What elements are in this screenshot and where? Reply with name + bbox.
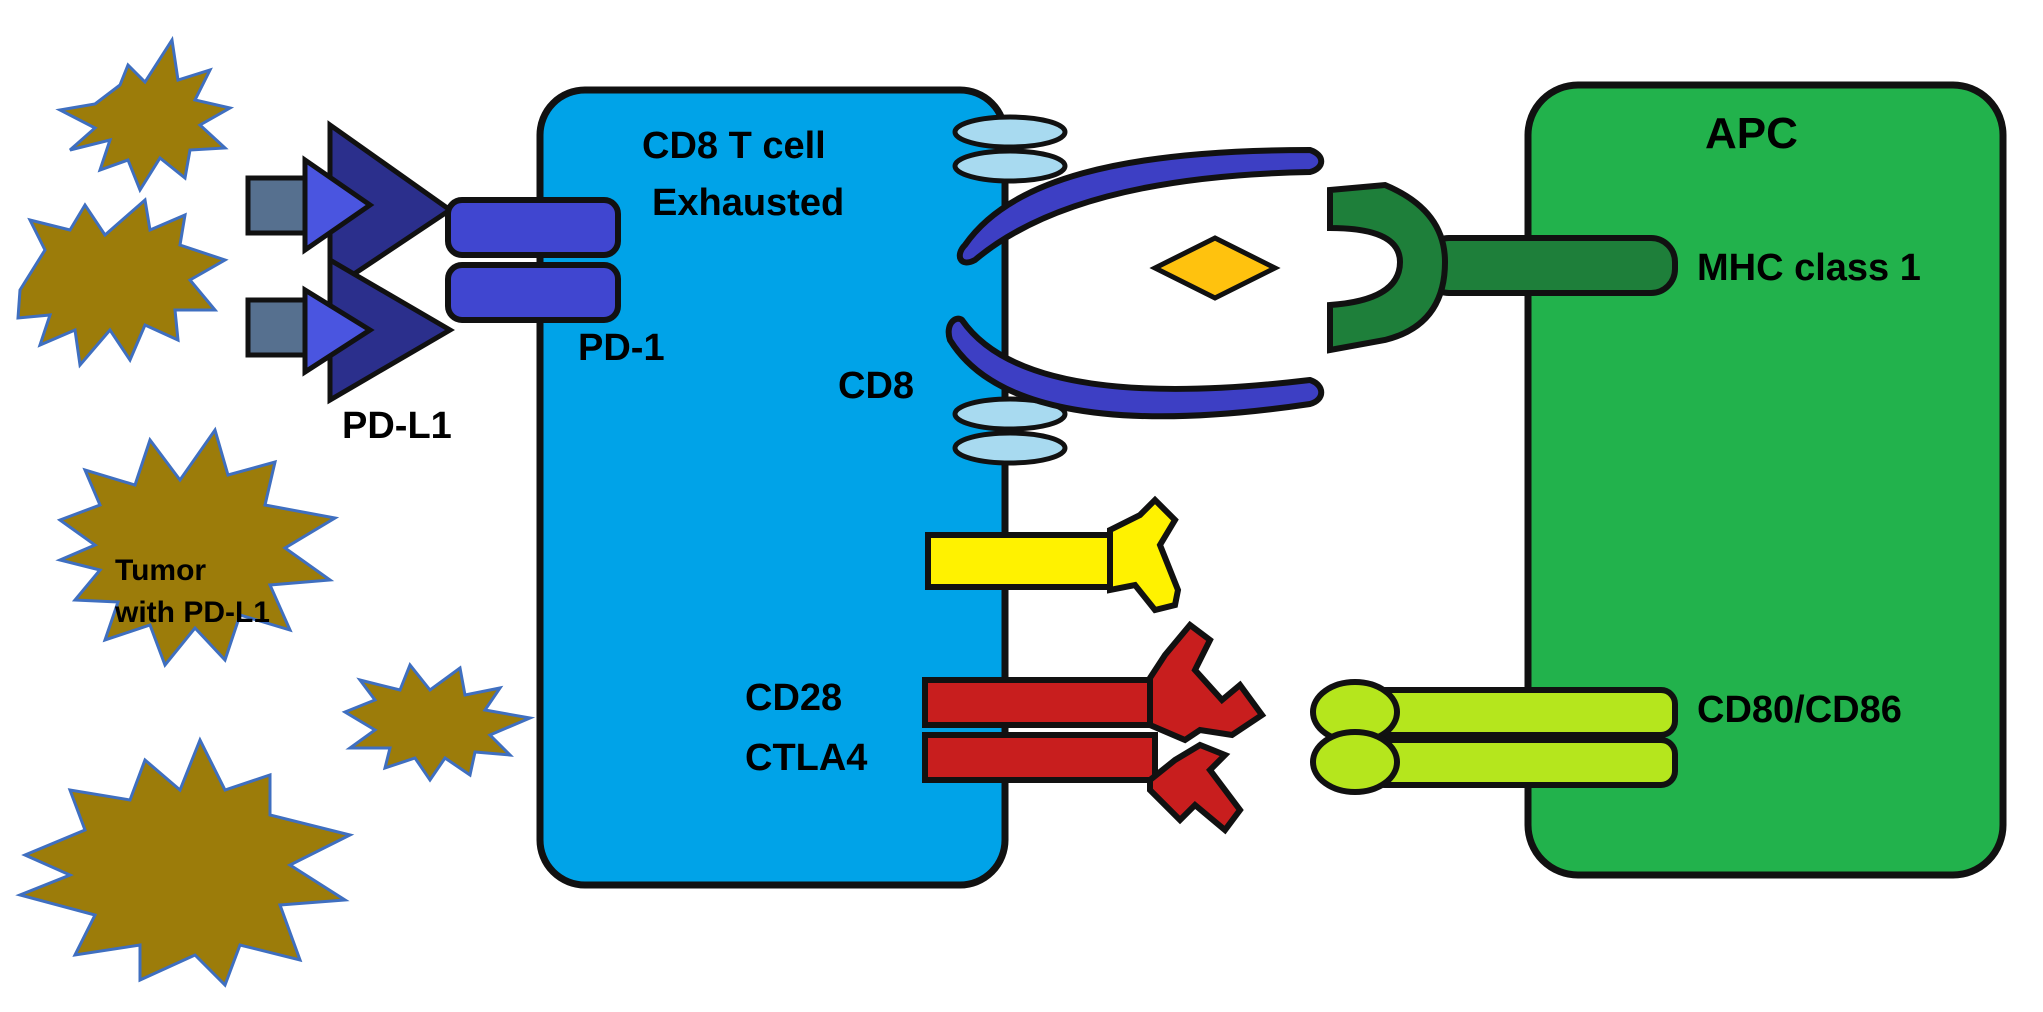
tumor-cell-4: [341, 662, 536, 783]
pd1-receptor: [445, 197, 621, 323]
cd28-label: CD28: [745, 677, 842, 719]
cd80-stem-top: [1367, 687, 1678, 738]
cd8-arm-top: [956, 146, 1325, 266]
cd3-rings: [952, 114, 1068, 466]
cd8-arm-bottom: [945, 315, 1325, 420]
yellow-stem: [925, 532, 1121, 590]
pdl1-inner-top: [302, 155, 375, 255]
pdl1-molecules: [245, 120, 455, 405]
pdl1-inner-bottom: [302, 285, 375, 377]
tumor-cells: [15, 35, 536, 988]
cd8-label: CD8: [838, 365, 914, 407]
mhc-class1: [1327, 181, 1678, 354]
mhc-class1-label: MHC class 1: [1697, 247, 1921, 289]
tumor-label-line1: Tumor: [115, 554, 206, 587]
cd28-stem: [922, 677, 1158, 728]
cd80-stem-bottom: [1367, 737, 1678, 788]
pd1-upper: [445, 197, 621, 258]
tumor-cell-1: [55, 35, 235, 194]
tumor-label-line2: with PD-L1: [114, 596, 270, 629]
cd28-ctla4-receptor: [922, 620, 1267, 835]
ring-bottom-2: [952, 430, 1068, 466]
ring-top-1: [952, 114, 1068, 150]
tumor-cell-2: [16, 197, 229, 369]
cd80-cd86-label: CD80/CD86: [1697, 689, 1902, 731]
mhc-stem: [1422, 235, 1678, 296]
t-cell-title-line1: CD8 T cell: [642, 125, 826, 167]
ctla4-fork: [1147, 741, 1244, 835]
t-cell-title-line2: Exhausted: [652, 182, 844, 224]
ctla4-label: CTLA4: [745, 737, 867, 779]
pdl1-stem-bottom: [245, 297, 311, 358]
ring-bottom-1: [952, 396, 1068, 432]
pd1-lower: [445, 262, 621, 323]
yellow-fork: [1107, 495, 1182, 614]
cd8-coreceptor: [945, 146, 1325, 420]
pdl1-label: PD-L1: [342, 405, 452, 447]
t-cell: [536, 86, 1009, 889]
tumor-cell-3: [55, 426, 340, 668]
cd28-fork: [1147, 620, 1267, 744]
peptide-antigen: [1149, 235, 1281, 301]
cd80-head-bottom: [1310, 729, 1400, 795]
pdl1-stem-top: [245, 175, 311, 236]
yellow-receptor: [925, 495, 1182, 614]
ring-top-2: [952, 148, 1068, 184]
apc-label: APC: [1705, 109, 1798, 158]
cd80-cd86-ligand: [1310, 679, 1678, 795]
mhc-cup: [1327, 181, 1449, 354]
ctla4-stem: [922, 732, 1158, 783]
pd1-label: PD-1: [578, 327, 665, 369]
tumor-cell-5: [15, 736, 355, 988]
